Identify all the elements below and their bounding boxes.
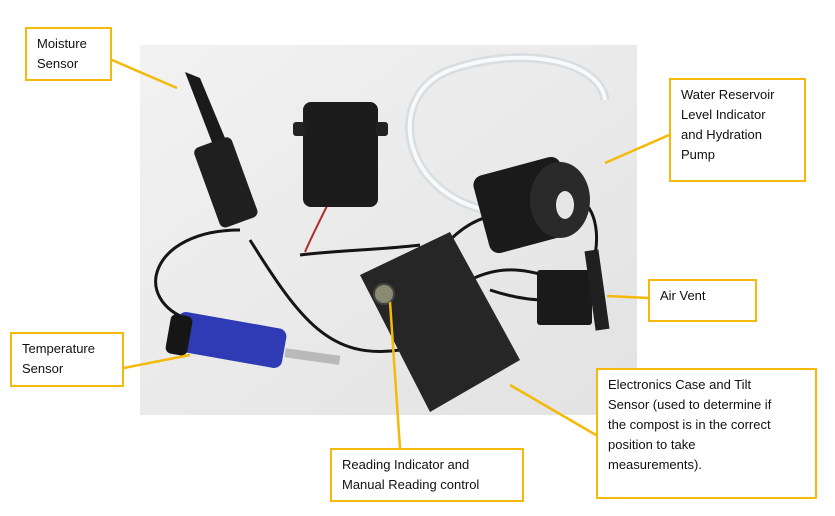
reading-indicator-button: [373, 283, 395, 305]
callout-moisture-sensor: Moisture Sensor: [25, 27, 112, 81]
callout-text: Pump: [681, 147, 715, 162]
callout-text: Sensor: [22, 361, 64, 376]
moisture-probe: [185, 72, 230, 158]
electronics-case: [360, 232, 520, 412]
callout-text: Electronics Case and Tilt: [608, 377, 752, 392]
callout-air-vent: Air Vent: [648, 279, 757, 322]
callout-text: Moisture: [37, 36, 87, 51]
battery-box: [303, 102, 378, 207]
callout-text: measurements).: [608, 457, 702, 472]
cable: [154, 228, 241, 322]
callout-electronics-case: Electronics Case and Tilt Sensor (used t…: [596, 368, 817, 499]
callout-text: Air Vent: [660, 288, 706, 303]
callout-text: Sensor: [37, 56, 79, 71]
temperature-probe: [284, 348, 341, 365]
callout-text: Reading Indicator and: [342, 457, 470, 472]
callout-text: the compost is in the correct: [608, 417, 771, 432]
callout-text: and Hydration: [681, 127, 762, 142]
temperature-sensor-body: [173, 312, 287, 368]
callout-text: position to take: [608, 437, 696, 452]
air-vent: [537, 270, 592, 325]
callout-text: Sensor (used to determine if: [608, 397, 772, 412]
moisture-housing: [194, 137, 258, 228]
callout-text: Temperature: [22, 341, 95, 356]
callout-reading-indicator: Reading Indicator and Manual Reading con…: [330, 448, 524, 502]
callout-text: Water Reservoir: [681, 87, 775, 102]
callout-temperature-sensor: Temperature Sensor: [10, 332, 124, 387]
callout-water-reservoir: Water Reservoir Level Indicator and Hydr…: [669, 78, 806, 182]
callout-text: Manual Reading control: [342, 477, 480, 492]
callout-text: Level Indicator: [681, 107, 766, 122]
leader-lines: [111, 58, 670, 449]
